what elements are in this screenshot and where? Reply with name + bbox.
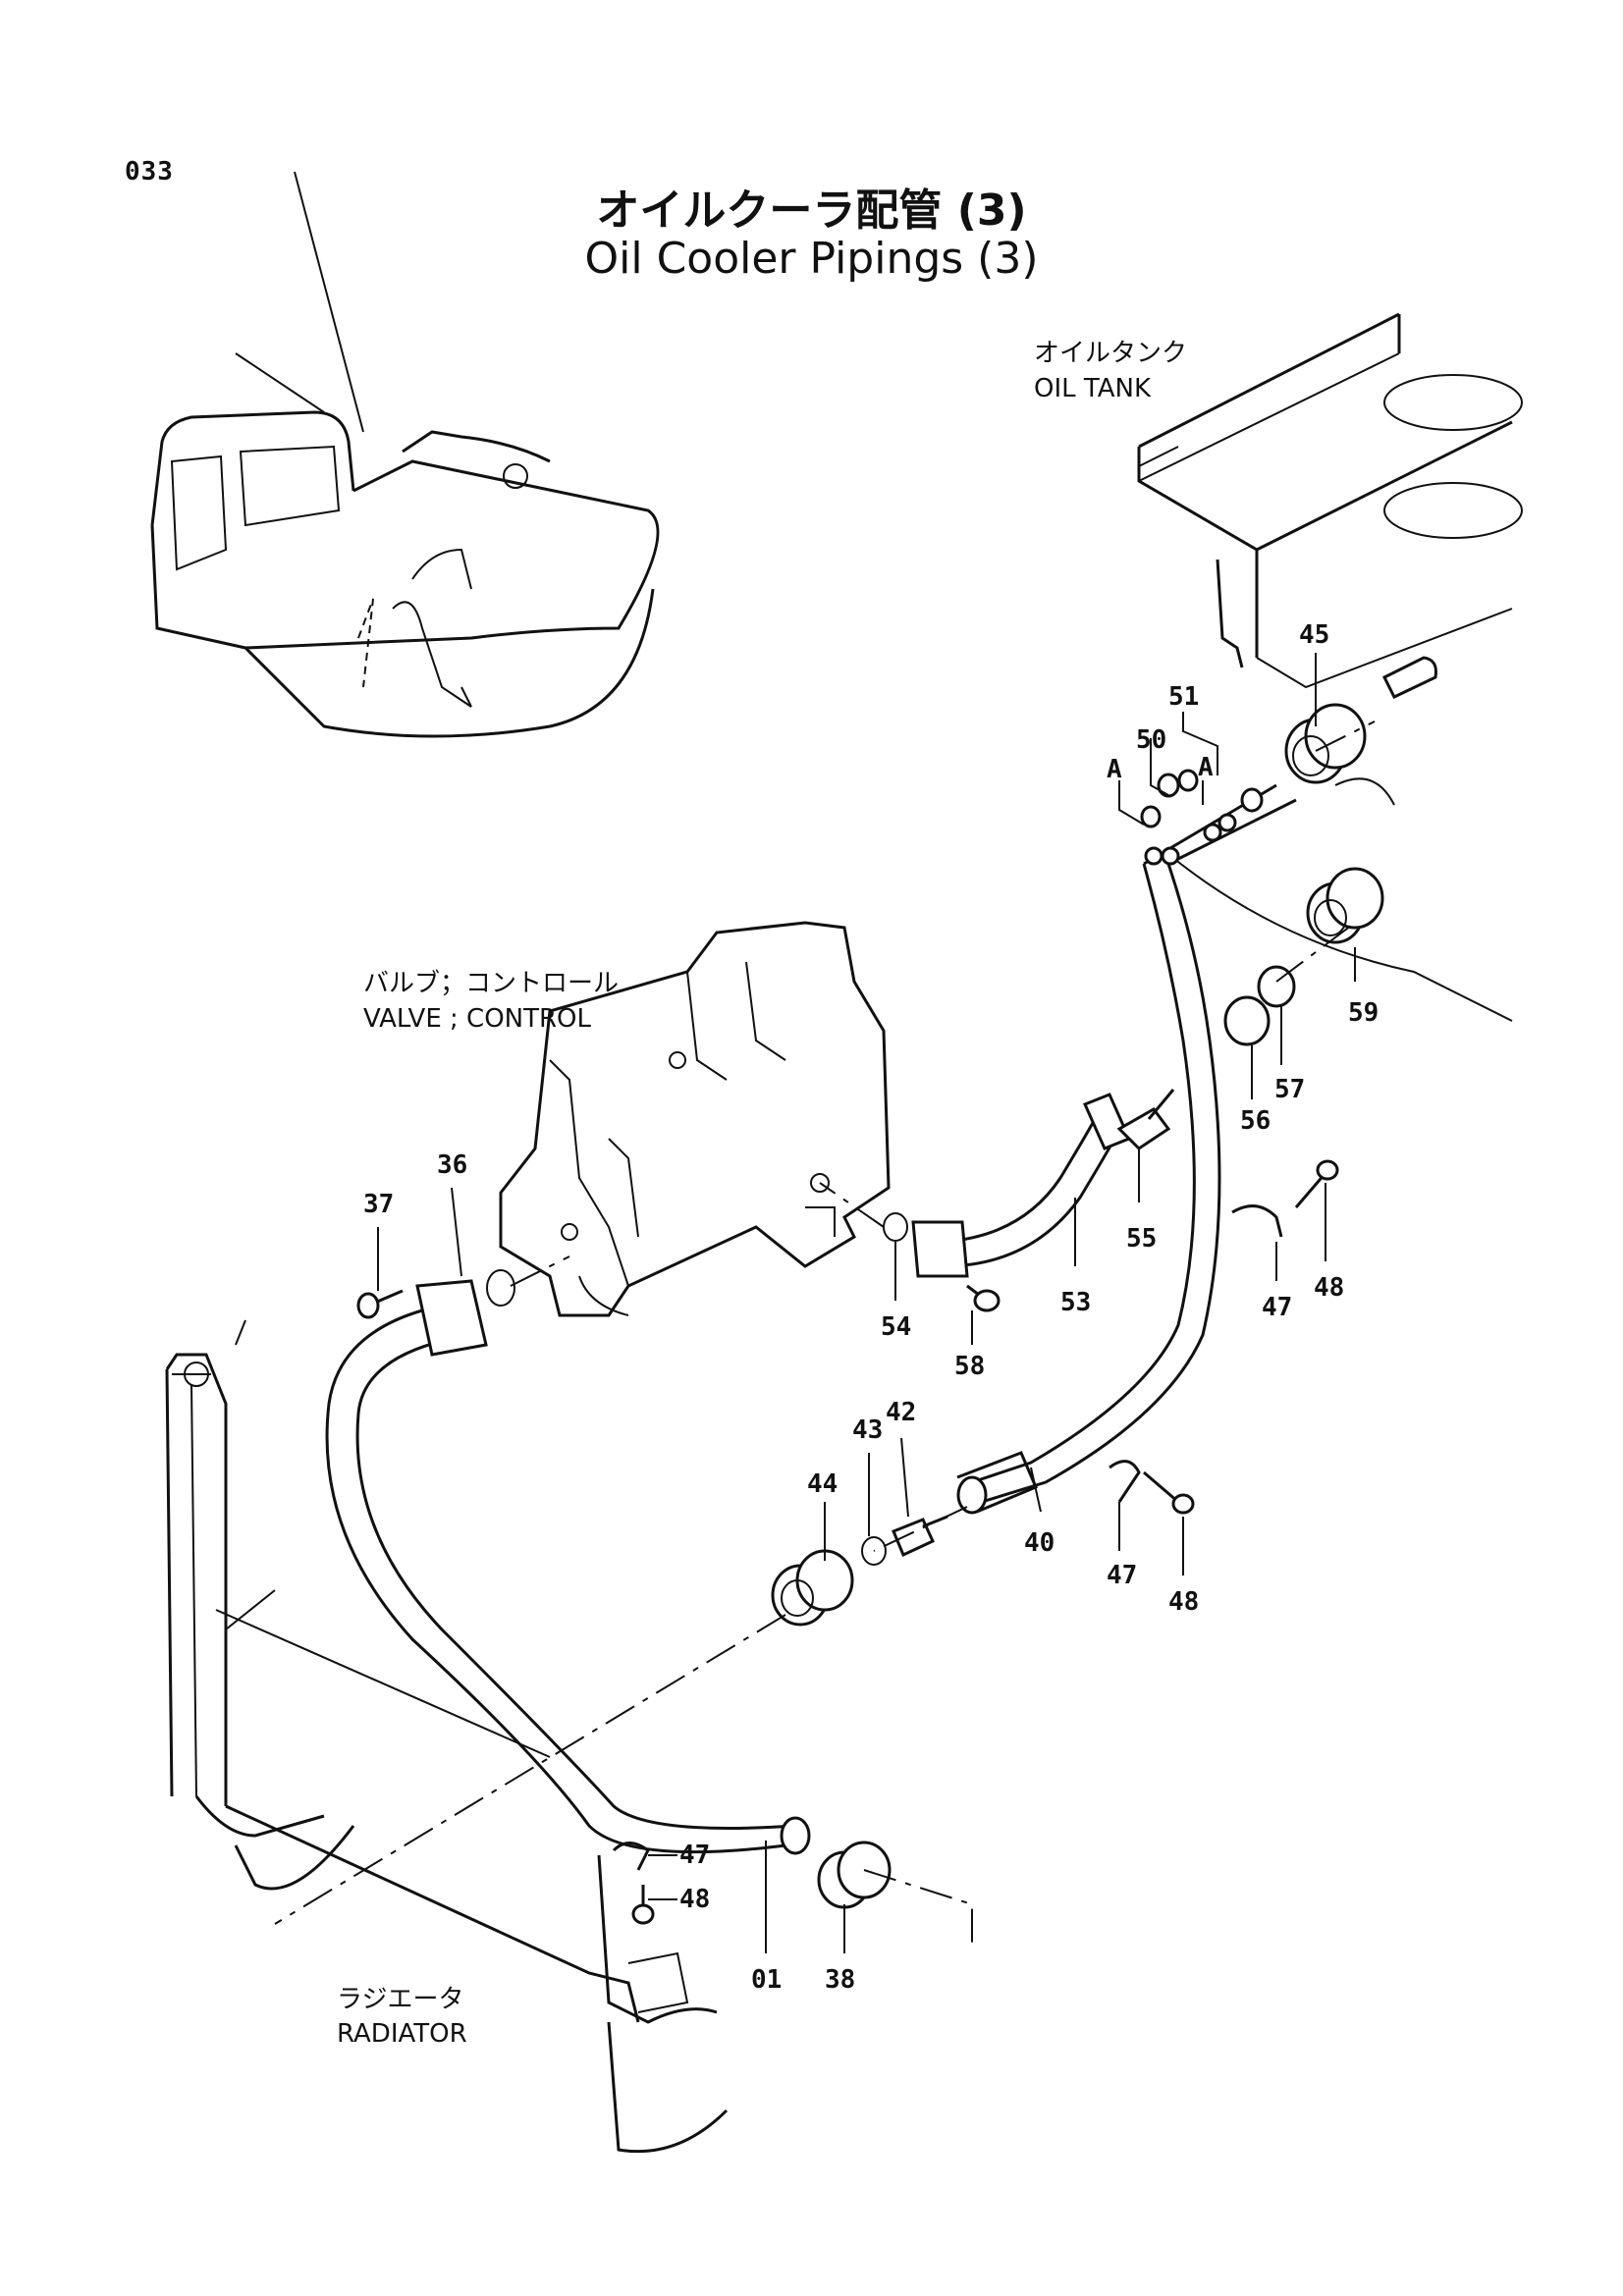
- bolt-37: [356, 1289, 404, 1319]
- callout-56: 56: [1240, 1106, 1271, 1136]
- oil-tank-label-en: OIL TANK: [1034, 374, 1152, 403]
- callout-48-upper: 48: [1314, 1273, 1344, 1303]
- callout-36: 36: [437, 1150, 467, 1180]
- o-ring-36: [486, 1269, 515, 1307]
- oil-tank-label-jp: オイルタンク: [1034, 339, 1187, 368]
- o-ring-43: [861, 1536, 887, 1566]
- radiator-label-jp: ラジエータ: [337, 1985, 463, 2014]
- callout-48-lower: 48: [679, 1885, 710, 1914]
- hose-57: [1257, 965, 1296, 1008]
- clamp-47-lower: [612, 1842, 650, 1871]
- callout-58: 58: [954, 1352, 985, 1381]
- page-number: 033: [125, 157, 174, 187]
- control-valve: [499, 921, 891, 1317]
- callout-54: 54: [881, 1312, 911, 1342]
- callout-47-middle: 47: [1107, 1561, 1137, 1590]
- callout-43: 43: [852, 1415, 883, 1445]
- callout-51: 51: [1168, 682, 1199, 712]
- pipe-53: [911, 1093, 1132, 1278]
- callout-45: 45: [1299, 620, 1329, 650]
- callout-47-lower: 47: [679, 1841, 710, 1870]
- title-english: Oil Cooler Pipings (3): [584, 234, 1039, 284]
- fitting-42: [892, 1515, 948, 1558]
- hose-clamp-45: [1284, 703, 1367, 784]
- control-valve-label-jp: バルブ；コントロール: [363, 969, 619, 998]
- radiator: [165, 1319, 729, 2154]
- hose-56: [1223, 995, 1271, 1046]
- callout-50: 50: [1136, 725, 1166, 755]
- callout-01: 01: [751, 1965, 782, 1995]
- callout-40: 40: [1024, 1528, 1055, 1558]
- o-ring-54: [883, 1212, 908, 1242]
- callout-42: 42: [886, 1398, 916, 1427]
- hose-clamp-59: [1306, 867, 1384, 944]
- title-japanese: オイルクーラ配管 (3): [596, 186, 1027, 236]
- pipe-40: [956, 783, 1297, 1515]
- fitting-55: [1116, 1089, 1175, 1150]
- oil-tank: [1137, 312, 1523, 1022]
- callout-37: 37: [363, 1190, 394, 1219]
- callout-48-middle: 48: [1168, 1587, 1199, 1617]
- excavator-overview: [150, 171, 660, 738]
- callout-47-upper: 47: [1262, 1293, 1292, 1322]
- pipe-01: [325, 1279, 811, 1855]
- callout-38: 38: [825, 1965, 855, 1995]
- radiator-label-en: RADIATOR: [337, 2019, 467, 2049]
- callout-53: 53: [1060, 1288, 1091, 1317]
- bolt-48-middle: [1143, 1470, 1195, 1515]
- callout-a-left: A: [1107, 755, 1122, 784]
- callout-44: 44: [807, 1469, 838, 1499]
- callout-57: 57: [1274, 1075, 1305, 1104]
- hose-clamp-44: [771, 1549, 854, 1627]
- clamp-47-middle: [1109, 1460, 1141, 1503]
- bolt-48-lower: [631, 1885, 655, 1925]
- bolt-48-upper: [1294, 1159, 1339, 1208]
- control-valve-label-en: VALVE ; CONTROL: [363, 1004, 592, 1034]
- clamp-47-upper: [1231, 1204, 1283, 1238]
- callout-55: 55: [1126, 1224, 1157, 1254]
- assembly-centerlines: [274, 721, 1376, 1949]
- callout-59: 59: [1348, 998, 1379, 1028]
- callout-a-right: A: [1198, 753, 1214, 782]
- plug-fittings-50-51: [1140, 769, 1264, 866]
- bolt-58: [966, 1284, 1001, 1312]
- leader-lines: [377, 653, 1356, 1953]
